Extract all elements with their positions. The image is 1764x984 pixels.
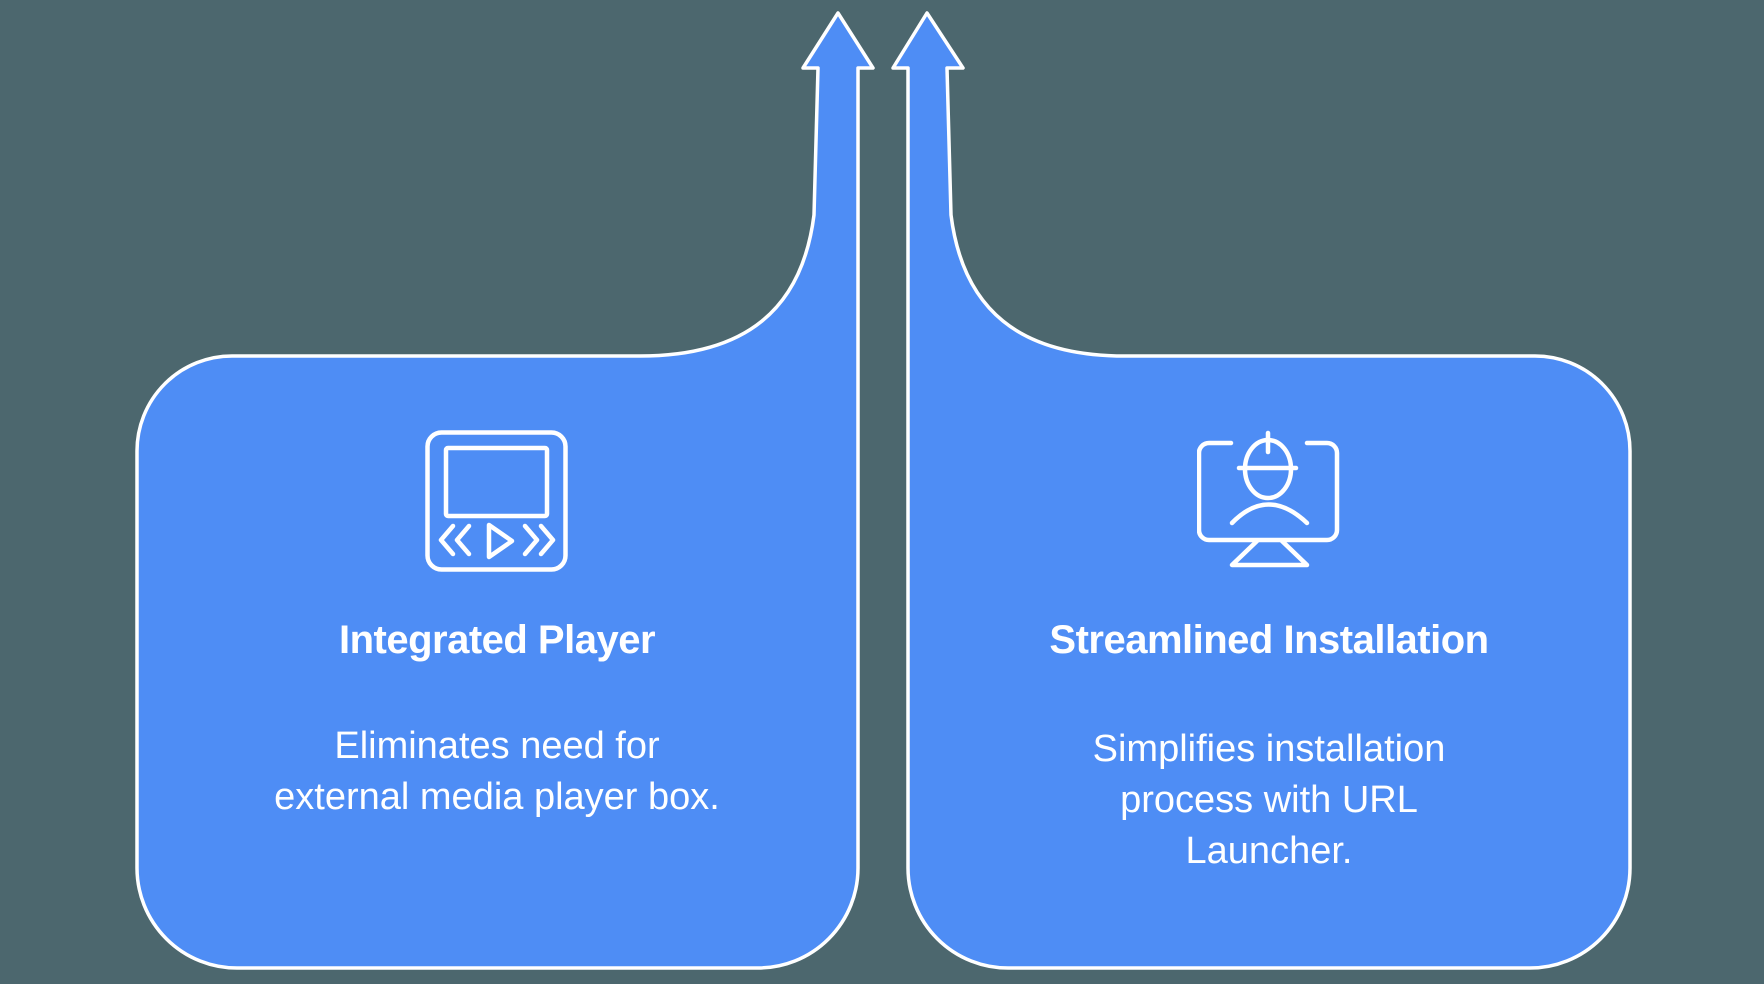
rewind-icon	[438, 523, 456, 557]
card-title: Integrated Player	[338, 618, 656, 662]
media-player-icon	[425, 430, 568, 572]
card-streamlined-installation: Streamlined Installation Simplifies inst…	[908, 356, 1630, 968]
card-body-line: process with URL	[1120, 779, 1418, 821]
worker-shoulders	[1229, 502, 1310, 526]
fast-forward-icon	[538, 523, 556, 557]
card-body-line: Launcher.	[1185, 830, 1353, 872]
card-shape-with-up-arrow-right	[891, 11, 1632, 970]
monitor-outline	[1197, 440, 1340, 543]
card-shape-with-up-arrow-left	[135, 11, 875, 970]
card-title: Streamlined Installation	[1049, 618, 1489, 662]
card-body-line: Simplifies installation	[1092, 728, 1446, 770]
installer-monitor-icon	[1197, 430, 1340, 568]
card-body: Simplifies installation process with URL…	[908, 724, 1630, 877]
card-body-line: external media player box.	[274, 776, 720, 818]
player-frame	[425, 430, 568, 572]
play-icon	[486, 522, 515, 560]
player-screen	[443, 445, 550, 519]
fast-forward-icon	[522, 523, 540, 557]
card-integrated-player: Integrated Player Eliminates need for ex…	[137, 356, 857, 968]
card-body: Eliminates need for external media playe…	[137, 721, 857, 823]
rewind-icon	[454, 523, 472, 557]
monitor-stand	[1229, 538, 1310, 568]
card-body-line: Eliminates need for	[334, 725, 660, 767]
